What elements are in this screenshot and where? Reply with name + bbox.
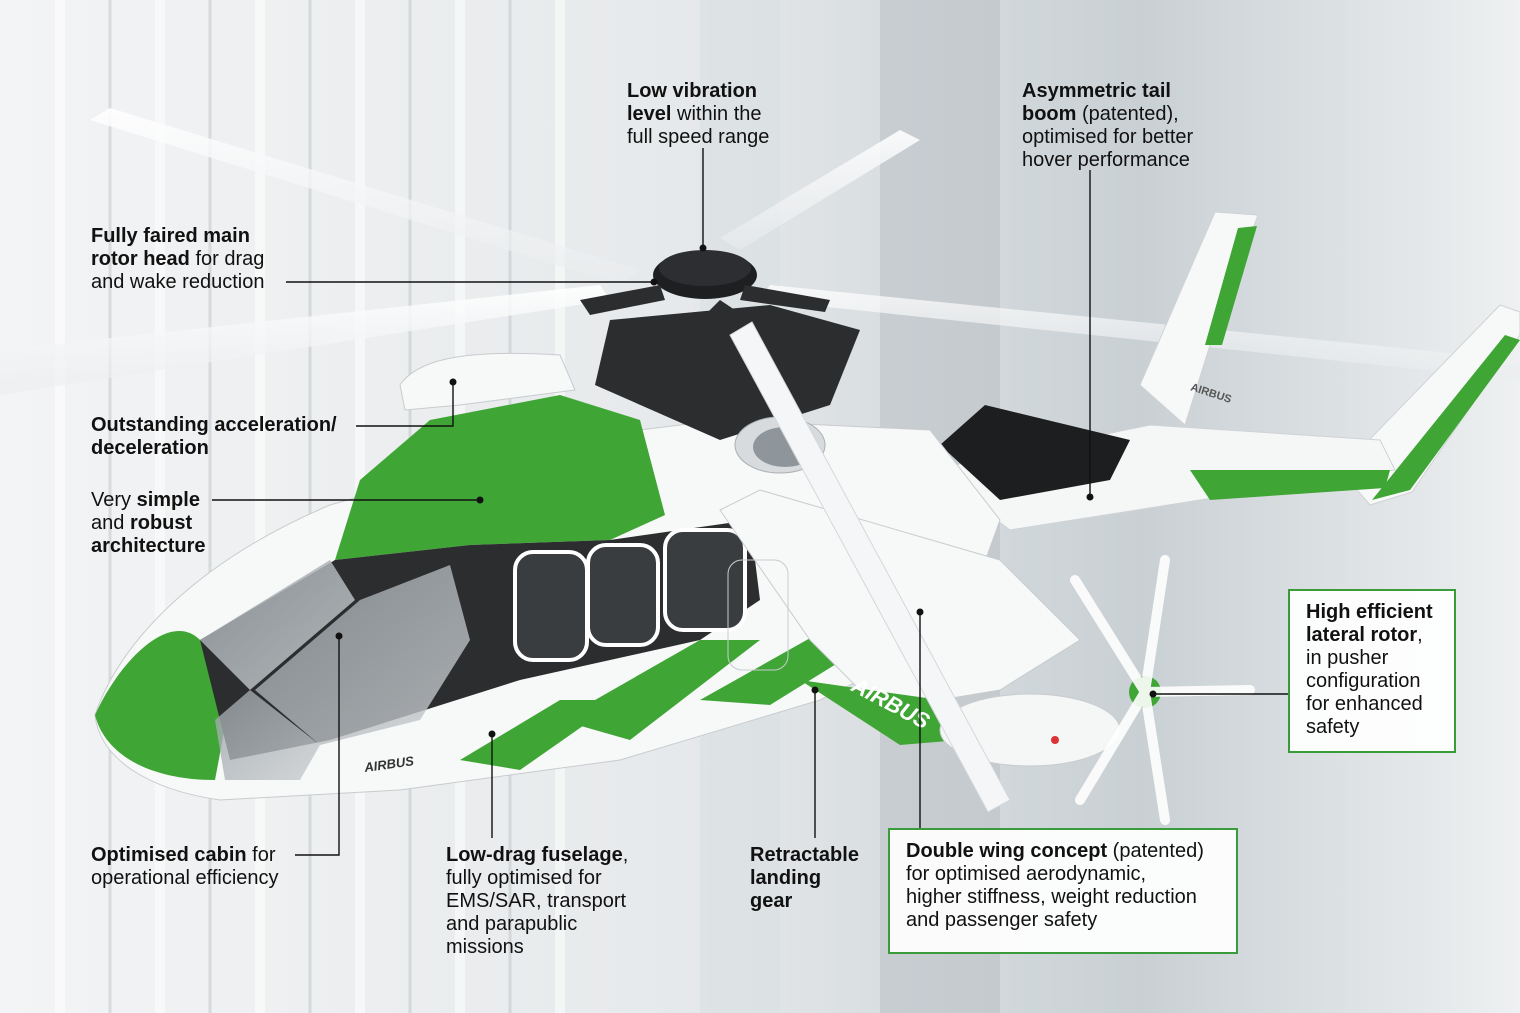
callout-text: for enhanced — [1306, 693, 1423, 715]
callout-text: gear — [750, 890, 793, 912]
callout-text: for optimised aerodynamic, — [906, 863, 1147, 885]
callout-text: Very — [91, 489, 137, 511]
callout-acceleration: Outstanding acceleration/ deceleration — [91, 414, 337, 460]
callout-low-vibration: Low vibration level within the full spee… — [627, 80, 769, 149]
main-rotor-blades — [0, 108, 1520, 395]
callout-text: safety — [1306, 716, 1360, 738]
callout-text: higher stiffness, weight reduction — [906, 886, 1197, 908]
callout-text: (patented) — [1107, 840, 1204, 862]
callout-text: and — [91, 512, 130, 534]
callout-text: Low-drag fuselage — [446, 844, 623, 866]
fuselage-logo: AIRBUS — [362, 753, 415, 775]
callout-text: Optimised cabin — [91, 844, 247, 866]
callout-text: optimised for better — [1022, 126, 1194, 148]
front-blade — [729, 321, 1011, 813]
callout-text: level — [627, 103, 672, 125]
callout-text: , — [622, 844, 629, 866]
callout-text: deceleration — [91, 437, 209, 459]
callout-double-wing: Double wing concept (patented) for optim… — [888, 828, 1238, 954]
callout-text: Asymmetric tail — [1022, 80, 1171, 102]
callout-text: for — [246, 844, 276, 866]
callout-text: and passenger safety — [906, 909, 1098, 931]
callout-text: within the — [671, 103, 762, 125]
lateral-rotor — [939, 555, 1255, 825]
callout-text: configuration — [1306, 670, 1421, 692]
callout-text: hover performance — [1022, 149, 1190, 171]
leader-lines — [212, 148, 1288, 856]
callout-text: boom — [1022, 103, 1077, 125]
callout-text: fully optimised for — [446, 867, 602, 889]
callout-text: landing — [750, 867, 822, 889]
callout-text: (patented), — [1076, 103, 1179, 125]
callout-text: robust — [129, 512, 193, 534]
callout-text: architecture — [91, 535, 206, 557]
tail-boom — [928, 405, 1396, 531]
landing-gear-bay — [727, 559, 789, 671]
callout-text: , — [1417, 624, 1423, 646]
callout-text: High efficient — [1306, 601, 1433, 623]
callout-fuselage: Low-drag fuselage, fully optimised for E… — [446, 844, 628, 959]
callout-text: Retractable — [750, 844, 859, 866]
callout-text: rotor head — [91, 248, 190, 270]
callout-cabin: Optimised cabin for operational efficien… — [91, 844, 279, 890]
callout-lateral-rotor: High efficient lateral rotor, in pusher … — [1288, 589, 1456, 753]
cockpit-windows — [200, 560, 470, 780]
callout-rotor-head: Fully faired main rotor head for drag an… — [91, 225, 264, 294]
callout-text: Fully faired main — [91, 225, 250, 247]
callout-landing-gear: Retractable landing gear — [750, 844, 859, 913]
callout-text: EMS/SAR, transport — [446, 890, 627, 912]
callout-text: operational efficiency — [91, 867, 279, 889]
callout-text: missions — [446, 936, 524, 958]
callout-text: in pusher — [1306, 647, 1389, 669]
callout-architecture: Very simple and robust architecture — [91, 489, 206, 558]
callout-text: lateral rotor — [1306, 624, 1418, 646]
callout-text: simple — [136, 489, 200, 511]
callout-tail-boom: Asymmetric tail boom (patented), optimis… — [1022, 80, 1193, 172]
callout-text: Outstanding acceleration/ — [91, 414, 337, 436]
callout-text: full speed range — [627, 126, 770, 148]
callout-text: Double wing concept — [906, 840, 1108, 862]
cabin-windows — [513, 528, 747, 662]
callout-text: and wake reduction — [91, 271, 265, 293]
callout-text: and parapublic — [446, 913, 578, 935]
callout-text: Low vibration — [627, 80, 757, 102]
callout-text: for drag — [189, 248, 265, 270]
